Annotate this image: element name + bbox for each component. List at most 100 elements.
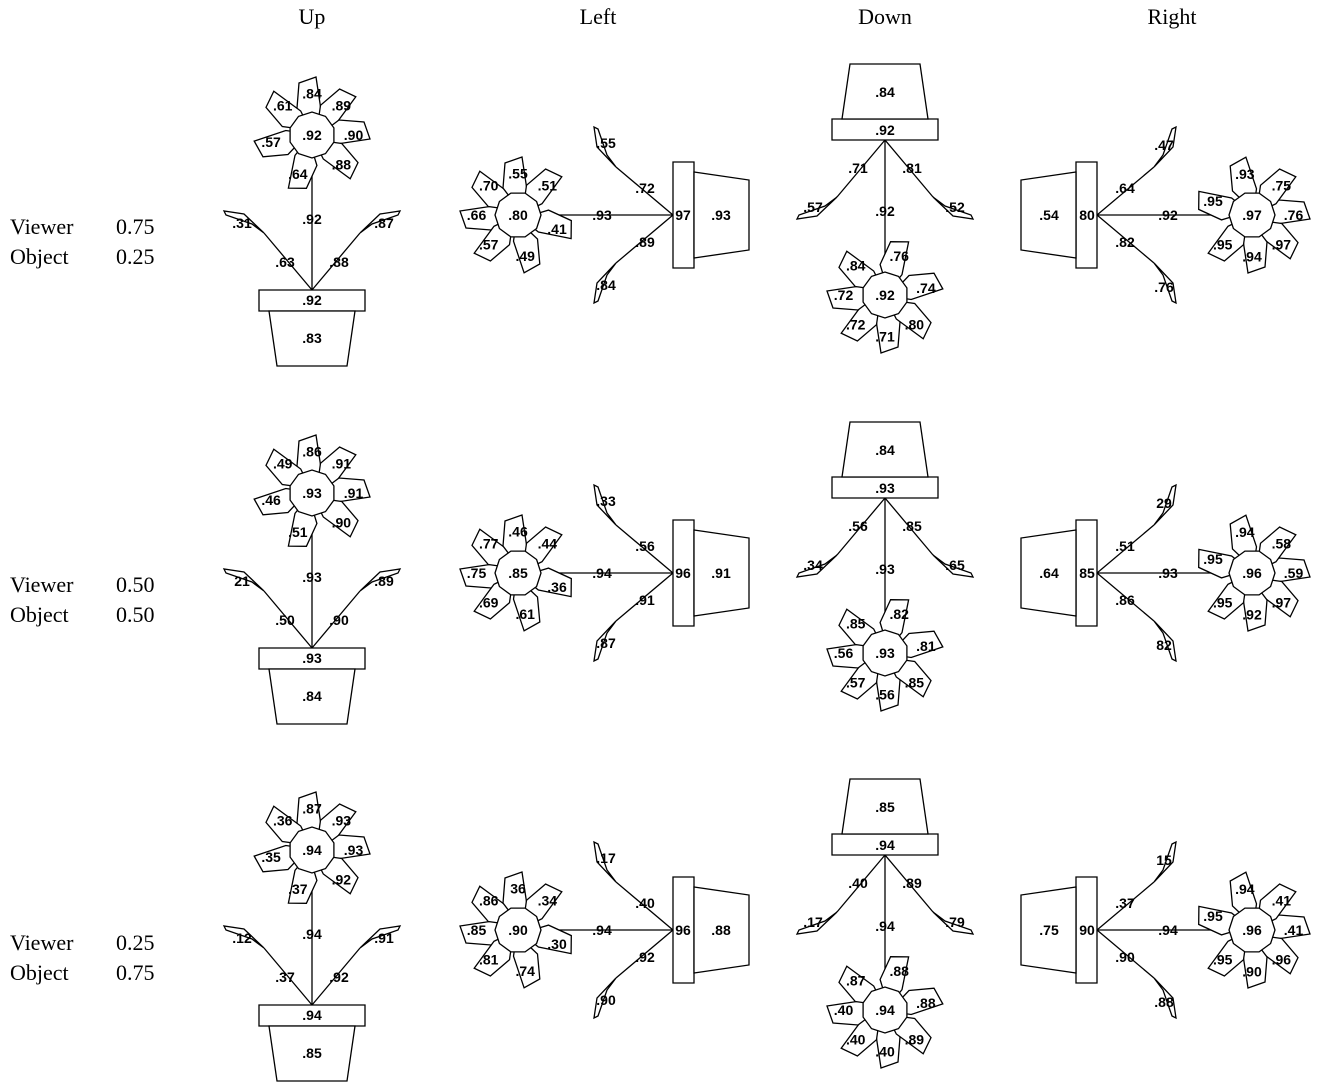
petal-value: .82: [889, 606, 909, 622]
center-value: .93: [302, 485, 322, 501]
leaf-left-value: 21: [234, 573, 250, 589]
center-value: .93: [875, 645, 895, 661]
branch-left-value: .63: [275, 254, 295, 270]
stem-value: .93: [1158, 565, 1178, 581]
pot-value: .64: [1039, 565, 1059, 581]
rim-value: .94: [875, 837, 895, 853]
petal-value: .76: [889, 248, 909, 264]
petal-value: .87: [302, 801, 322, 817]
branch-left-value: .92: [635, 949, 655, 965]
pot-value: .84: [875, 442, 895, 458]
leaf-right-value: .76: [1154, 279, 1174, 295]
pot-value: .85: [875, 799, 895, 815]
stem-value: .93: [302, 569, 322, 585]
branch-left-value: .37: [1115, 895, 1135, 911]
petal-value: .59: [1284, 565, 1304, 581]
petal-value: .94: [1235, 524, 1255, 540]
leaf-left-value: .79: [945, 914, 965, 930]
petal-value: .89: [905, 1031, 925, 1047]
leaf-right-value: .33: [596, 493, 616, 509]
leaf-right-value: .17: [596, 850, 616, 866]
pot-value: .85: [302, 1045, 322, 1061]
branch-left-value: .50: [275, 612, 295, 628]
petal-value: .70: [479, 178, 499, 194]
rim-value: 97: [675, 207, 691, 223]
petal-value: .81: [479, 951, 499, 967]
leaf-left-value: .87: [596, 635, 616, 651]
petal-value: .88: [916, 995, 936, 1011]
petal-value: .61: [273, 98, 293, 114]
rim-value: 96: [675, 565, 691, 581]
petal-value: .51: [288, 524, 308, 540]
petal-value: .40: [875, 1044, 895, 1060]
pot-value: .91: [711, 565, 731, 581]
petal-value: .51: [538, 178, 558, 194]
pot-value: .88: [711, 922, 731, 938]
petal-value: .46: [261, 492, 281, 508]
branch-left-value: .89: [635, 234, 655, 250]
petal-value: .95: [1203, 908, 1223, 924]
petal-value: .96: [1272, 951, 1292, 967]
leaf-left-value: .84: [596, 277, 616, 293]
leaf-right-value: .17: [803, 914, 823, 930]
pot-value: .83: [302, 330, 322, 346]
petal-value: .36: [547, 579, 567, 595]
petal-value: .49: [273, 456, 293, 472]
petal-value: .41: [1284, 922, 1304, 938]
petal-value: .88: [889, 963, 909, 979]
petal-value: .72: [834, 287, 854, 303]
petal-value: .40: [846, 1031, 866, 1047]
stem-value: .94: [1158, 922, 1178, 938]
stem-value: .92: [875, 203, 895, 219]
petal-value: .61: [515, 606, 535, 622]
petal-value: .91: [332, 456, 352, 472]
petal-value: .46: [508, 524, 528, 540]
rim-value: 85: [1079, 565, 1095, 581]
leaf-left-value: .52: [945, 199, 965, 215]
petal-value: .34: [538, 893, 558, 909]
leaf-right-value: .91: [374, 930, 394, 946]
petal-value: .69: [479, 594, 499, 610]
petal-value: .57: [261, 134, 281, 150]
leaf-right-value: .57: [803, 199, 823, 215]
petal-value: .92: [332, 871, 352, 887]
leaf-right-value: 82: [1156, 637, 1172, 653]
branch-left-value: .91: [635, 592, 655, 608]
stem-value: .93: [875, 561, 895, 577]
branch-right-value: .40: [848, 875, 868, 891]
branch-left-value: .37: [275, 969, 295, 985]
petal-value: .77: [479, 536, 499, 552]
petal-value: .90: [344, 127, 364, 143]
petal-value: .95: [1213, 236, 1233, 252]
petal-value: .93: [344, 842, 364, 858]
pot-value: .75: [1039, 922, 1059, 938]
stem-value: .93: [592, 207, 612, 223]
rim-value: .93: [875, 480, 895, 496]
petal-value: .37: [288, 881, 308, 897]
petal-value: .57: [479, 236, 499, 252]
leaf-left-value: .47: [1154, 137, 1174, 153]
rim-value: .93: [302, 650, 322, 666]
branch-right-value: .88: [329, 254, 349, 270]
stem-value: .92: [1158, 207, 1178, 223]
petal-value: .36: [273, 813, 293, 829]
leaf-left-value: .31: [232, 215, 252, 231]
rim-value: 90: [1079, 922, 1095, 938]
petal-value: .97: [1272, 236, 1292, 252]
petal-value: .57: [846, 674, 866, 690]
center-value: .97: [1242, 207, 1262, 223]
petal-value: .84: [846, 258, 866, 274]
stem-value: .92: [302, 211, 322, 227]
stem-value: .94: [592, 565, 612, 581]
leaf-left-value: .12: [232, 930, 252, 946]
branch-right-value: .72: [635, 180, 655, 196]
petal-value: .94: [1242, 249, 1262, 265]
branch-right-value: .92: [329, 969, 349, 985]
petal-value: .86: [479, 893, 499, 909]
branch-left-value: .64: [1115, 180, 1135, 196]
leaf-left-value: .65: [945, 557, 965, 573]
center-value: .85: [508, 565, 528, 581]
rim-value: .94: [302, 1007, 322, 1023]
branch-right-value: .82: [1115, 234, 1135, 250]
leaf-right-value: .55: [596, 135, 616, 151]
